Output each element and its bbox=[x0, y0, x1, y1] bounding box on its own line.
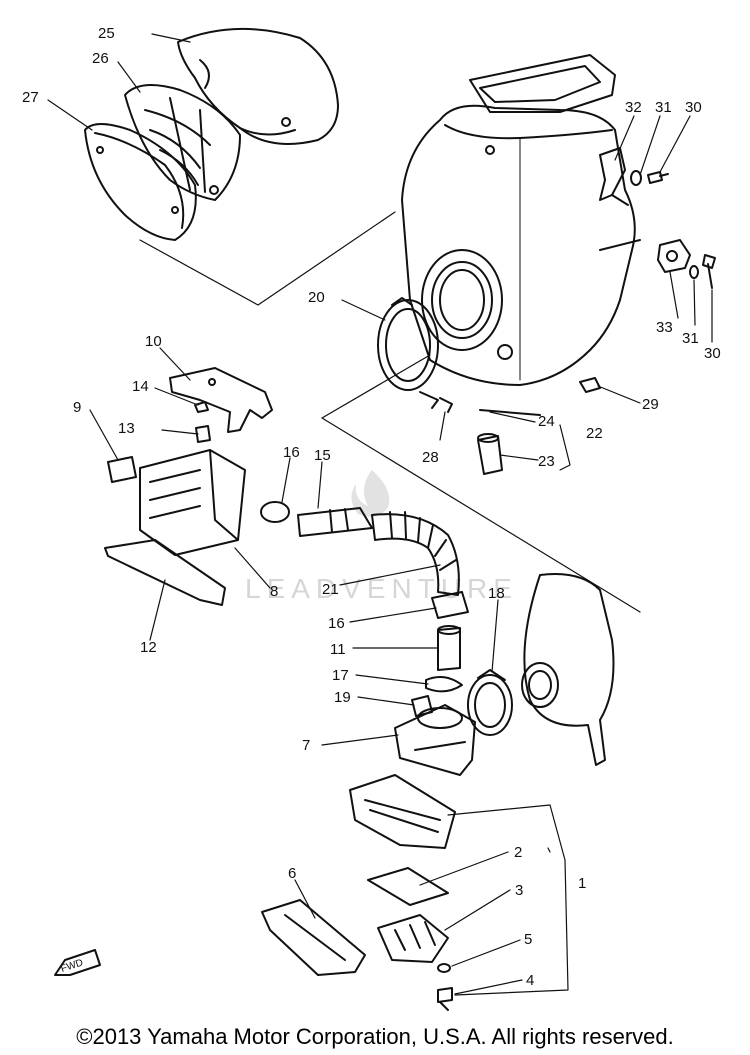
callout-2: 2 bbox=[514, 844, 522, 861]
callout-23: 23 bbox=[538, 453, 555, 470]
part-16-clamp-b bbox=[431, 591, 469, 619]
part-30-bolt bbox=[647, 171, 669, 184]
part-11-fitting bbox=[437, 625, 461, 671]
callout-13: 13 bbox=[118, 420, 135, 437]
callout-5: 5 bbox=[524, 931, 532, 948]
part-23-drain-tube bbox=[477, 433, 503, 475]
part-16-clamp bbox=[260, 501, 290, 523]
part-27-gasket bbox=[84, 123, 197, 241]
callout-31-b: 31 bbox=[682, 330, 699, 347]
part-12-strip bbox=[104, 539, 226, 606]
fwd-arrow-icon bbox=[54, 949, 101, 976]
callout-19: 19 bbox=[334, 689, 351, 706]
part-32-bracket bbox=[599, 147, 629, 206]
callout-33: 33 bbox=[656, 319, 673, 336]
callout-20: 20 bbox=[308, 289, 325, 306]
callout-labels: 25 26 27 32 31 30 20 33 31 30 10 14 9 13… bbox=[22, 25, 721, 989]
part-7-intake-manifold bbox=[394, 704, 476, 776]
copyright-footer: ©2013 Yamaha Motor Corporation, U.S.A. A… bbox=[76, 1024, 674, 1049]
callout-32: 32 bbox=[625, 99, 642, 116]
callout-4: 4 bbox=[526, 972, 534, 989]
callout-1: 1 bbox=[578, 875, 586, 892]
callout-24: 24 bbox=[538, 413, 555, 430]
parts-diagram: LEADVENTURE bbox=[22, 25, 721, 1011]
watermark: LEADVENTURE bbox=[245, 573, 518, 604]
part-10-bracket bbox=[169, 367, 273, 433]
part-20-hose-clamp bbox=[377, 297, 439, 409]
part-6-gasket bbox=[261, 899, 366, 976]
callout-18: 18 bbox=[488, 585, 505, 602]
callout-21: 21 bbox=[322, 581, 339, 598]
callout-14: 14 bbox=[132, 378, 149, 395]
callout-11: 11 bbox=[330, 641, 346, 658]
part-31-washer bbox=[630, 170, 642, 186]
callout-3: 3 bbox=[515, 882, 523, 899]
callout-22: 22 bbox=[586, 425, 603, 442]
part-2-reed-plate bbox=[367, 867, 449, 906]
callout-7: 7 bbox=[302, 737, 310, 754]
part-3-stopper bbox=[377, 914, 449, 963]
callout-16-b: 16 bbox=[328, 615, 345, 632]
part-4-screw bbox=[437, 987, 453, 1011]
callout-30: 30 bbox=[685, 99, 702, 116]
leader-lines bbox=[47, 33, 713, 996]
reed-valve-assembly bbox=[349, 774, 456, 849]
part-9-pad bbox=[107, 456, 137, 483]
callout-31: 31 bbox=[655, 99, 672, 116]
part-31-washer-b bbox=[689, 265, 699, 279]
carburetor bbox=[521, 573, 615, 766]
callout-25: 25 bbox=[98, 25, 115, 42]
watermark-flame-icon bbox=[351, 470, 390, 517]
callout-28: 28 bbox=[422, 449, 439, 466]
part-8-reed-box bbox=[139, 449, 246, 556]
callout-12: 12 bbox=[140, 639, 157, 656]
callout-17: 17 bbox=[332, 667, 349, 684]
callout-6: 6 bbox=[288, 865, 296, 882]
part-28-screw bbox=[439, 397, 453, 413]
callout-9: 9 bbox=[73, 399, 81, 416]
callout-29: 29 bbox=[642, 396, 659, 413]
callout-27: 27 bbox=[22, 89, 39, 106]
callout-16: 16 bbox=[283, 444, 300, 461]
callout-26: 26 bbox=[92, 50, 109, 67]
air-box-body bbox=[401, 54, 641, 386]
callout-30-b: 30 bbox=[704, 345, 721, 362]
part-17-clamp bbox=[425, 675, 463, 693]
part-21-corrugated-hose bbox=[371, 511, 460, 596]
part-25-cover bbox=[177, 27, 339, 145]
part-26-element-cage bbox=[124, 84, 241, 201]
callout-10: 10 bbox=[145, 333, 162, 350]
part-13-screw bbox=[195, 425, 211, 443]
callout-8: 8 bbox=[270, 583, 278, 600]
part-29-nut bbox=[579, 377, 601, 393]
part-33-clamp bbox=[657, 239, 691, 273]
part-15-hose bbox=[297, 507, 373, 537]
part-18-large-clamp bbox=[467, 669, 513, 736]
callout-15: 15 bbox=[314, 447, 331, 464]
part-24-wire bbox=[479, 409, 541, 416]
part-14-washer bbox=[194, 401, 209, 413]
part-30-bolt-b bbox=[702, 254, 716, 289]
part-5-washer bbox=[437, 963, 451, 973]
